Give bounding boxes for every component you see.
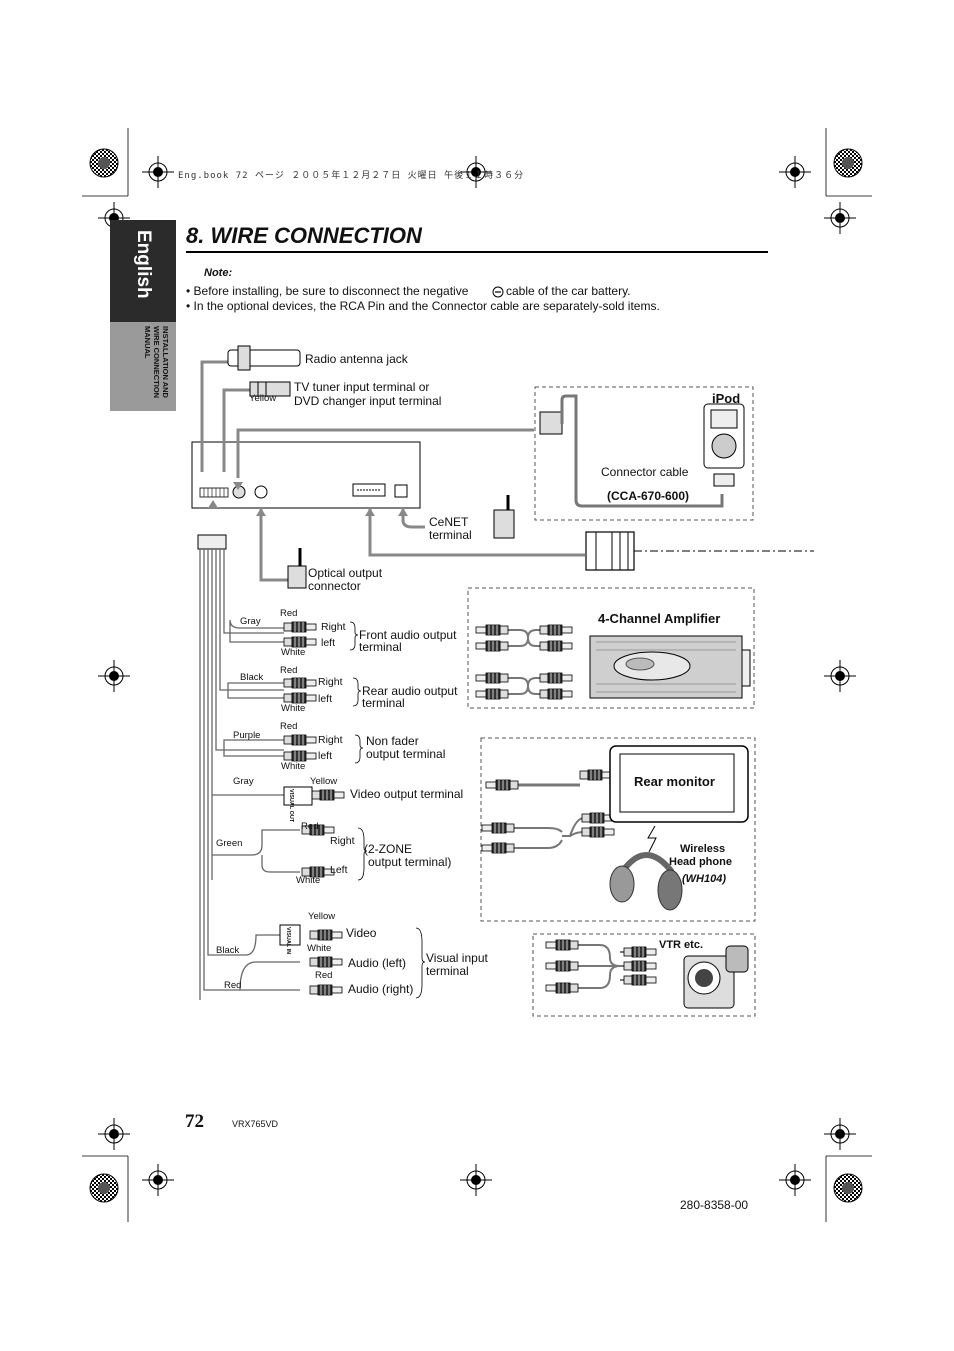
wireless-label-line2: Head phone (669, 856, 732, 868)
optical-label-line1: Optical output (308, 566, 383, 580)
rear-monitor-label: Rear monitor (634, 774, 715, 789)
video-input-label: Video (346, 926, 377, 940)
wh104-model-label: (WH104) (682, 873, 727, 885)
visual-out-tag: VISUAL OUT (288, 789, 294, 823)
channel-left-label: Left (330, 864, 348, 876)
wire-color-white: White (307, 943, 332, 954)
wire-color-white: White (281, 761, 306, 772)
connector-cable-label: Connector cable (601, 465, 689, 479)
note-heading: Note: (204, 267, 233, 279)
optical-label-line2: connector (308, 579, 361, 593)
channel-right-label: Right (318, 676, 343, 688)
channel-right-label: Right (318, 734, 343, 746)
section-tab-label: INSTALLATION AND WIRE CONNECTION MANUAL (143, 326, 170, 399)
wire-color-purple: Purple (233, 730, 261, 741)
wire-color-white: White (281, 647, 306, 658)
rear-audio-label-line1: Rear audio output (362, 684, 458, 698)
zone-label-line2: output terminal) (368, 855, 452, 869)
wire-color-gray: Gray (233, 776, 254, 787)
channel-left-label: left (318, 693, 333, 705)
visual-input-label-line1: Visual input (426, 951, 488, 965)
page-title: 8. WIRE CONNECTION (186, 223, 422, 248)
wire-color-red: Red (280, 608, 298, 619)
vtr-label: VTR etc. (659, 939, 704, 951)
wireless-label-line1: Wireless (680, 843, 726, 855)
visual-input-label-line2: terminal (426, 964, 469, 978)
ipod-label: iPod (712, 391, 741, 406)
visual-in-tag: VISUAL IN (285, 927, 291, 955)
rear-audio-label-line2: terminal (362, 696, 405, 710)
section-tab: INSTALLATION AND WIRE CONNECTION MANUAL (110, 322, 176, 411)
note-line-2: • In the optional devices, the RCA Pin a… (186, 299, 660, 313)
language-tab: English (110, 220, 176, 322)
channel-right-label: Right (321, 621, 346, 633)
cca-model-label: (CCA-670-600) (607, 489, 690, 503)
wire-color-gray: Gray (240, 616, 261, 627)
wire-color-red: Red (315, 970, 333, 981)
front-audio-label-line2: terminal (359, 640, 402, 654)
note-line-1-start: • Before installing, be sure to disconne… (186, 284, 469, 298)
model-number: VRX765VD (232, 1119, 279, 1129)
channel-right-label: Right (330, 835, 355, 847)
wire-color-green: Green (216, 838, 243, 849)
channel-left-label: left (321, 637, 336, 649)
amplifier-label: 4-Channel Amplifier (598, 611, 721, 626)
wire-color-yellow: Yellow (308, 911, 336, 922)
print-header-line: Eng.book 72 ページ ２００５年１２月２７日 火曜日 午後１１時３６分 (178, 171, 525, 181)
wire-color-black: Black (216, 945, 240, 956)
wire-color-red: Red (280, 665, 298, 676)
document-code: 280-8358-00 (680, 1198, 749, 1212)
tv-tuner-label-line2: DVD changer input terminal (294, 394, 442, 408)
wire-color-white: White (296, 875, 321, 886)
wire-color-red: Red (224, 980, 242, 991)
wire-color-red: Red (301, 821, 319, 832)
page-number: 72 (185, 1111, 204, 1132)
wire-color-yellow: Yellow (310, 776, 338, 787)
audio-left-label: Audio (left) (348, 956, 407, 970)
nonfader-label-line2: output terminal (366, 747, 446, 761)
language-tab-label: English (133, 230, 154, 299)
audio-right-label: Audio (right) (348, 982, 414, 996)
nonfader-label-line1: Non fader (366, 734, 419, 748)
wire-color-red: Red (280, 721, 298, 732)
channel-left-label: left (318, 750, 333, 762)
cenet-label-line2: terminal (429, 528, 472, 542)
cenet-label-line1: CeNET (429, 515, 469, 529)
wire-color-yellow: Yellow (249, 393, 277, 404)
wire-color-black: Black (240, 672, 264, 683)
radio-antenna-label: Radio antenna jack (305, 352, 408, 366)
wire-color-white: White (281, 703, 306, 714)
zone-label-line1: (2-ZONE (364, 842, 412, 856)
front-audio-label-line1: Front audio output (359, 628, 457, 642)
note-line-1-end: cable of the car battery. (506, 284, 631, 298)
tv-tuner-label-line1: TV tuner input terminal or (294, 380, 430, 394)
video-output-label: Video output terminal (350, 787, 464, 801)
